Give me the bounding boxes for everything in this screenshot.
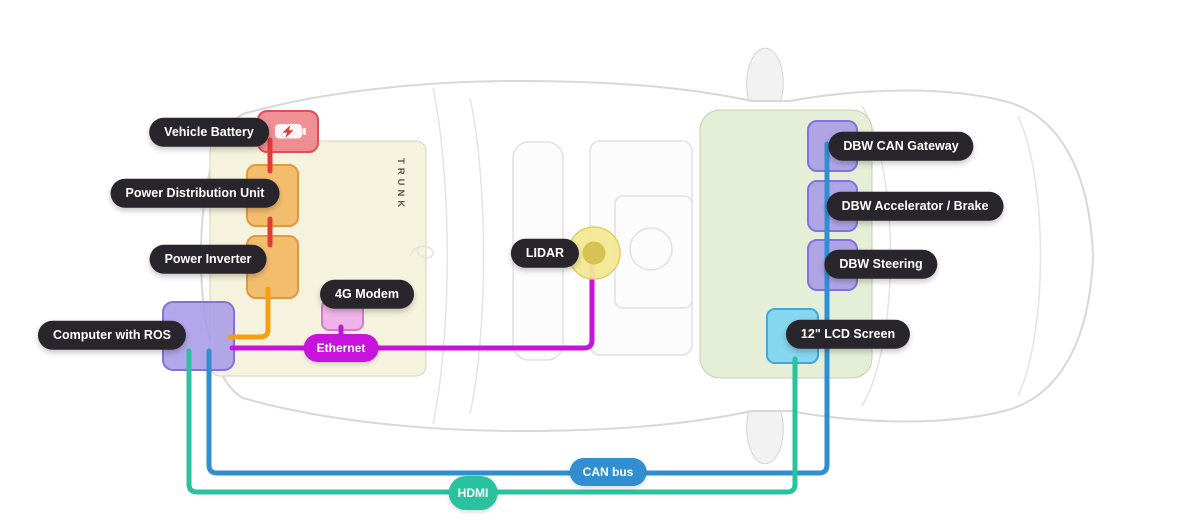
ethernet-bus-label: Ethernet xyxy=(303,334,379,362)
dbw-steering-label: DBW Steering xyxy=(824,249,938,279)
side-mirror-bottom xyxy=(746,407,784,465)
power-wire-inverter-to-computer xyxy=(227,286,271,340)
trunk-latch xyxy=(409,245,434,259)
computer-with-ros-label: Computer with ROS xyxy=(37,320,187,350)
can-bus-wire xyxy=(206,141,830,476)
ethernet-wire xyxy=(229,260,595,351)
dbw-accelerator-brake-label: DBW Accelerator / Brake xyxy=(826,191,1004,221)
console-dial xyxy=(629,227,673,271)
modem-4g-label: 4G Modem xyxy=(320,279,414,309)
battery-charging-icon xyxy=(275,124,306,139)
can-bus-label: CAN bus xyxy=(569,458,647,486)
hdmi-bus-label: HDMI xyxy=(448,476,498,510)
hood-seam-line xyxy=(1017,115,1042,397)
lidar-sensor-core xyxy=(582,241,606,265)
trunk-label: TRUNK xyxy=(395,158,406,211)
side-mirror-top xyxy=(746,47,784,105)
lidar-label: LIDAR xyxy=(510,238,580,268)
trunk-seam-line xyxy=(432,87,448,425)
power-inverter-label: Power Inverter xyxy=(149,244,267,274)
power-distribution-unit-label: Power Distribution Unit xyxy=(110,178,280,208)
dbw-can-gateway-label: DBW CAN Gateway xyxy=(828,131,974,161)
vehicle-battery-label: Vehicle Battery xyxy=(149,117,269,147)
lcd-screen-label: 12" LCD Screen xyxy=(785,319,911,349)
rear-window-line xyxy=(469,97,485,415)
